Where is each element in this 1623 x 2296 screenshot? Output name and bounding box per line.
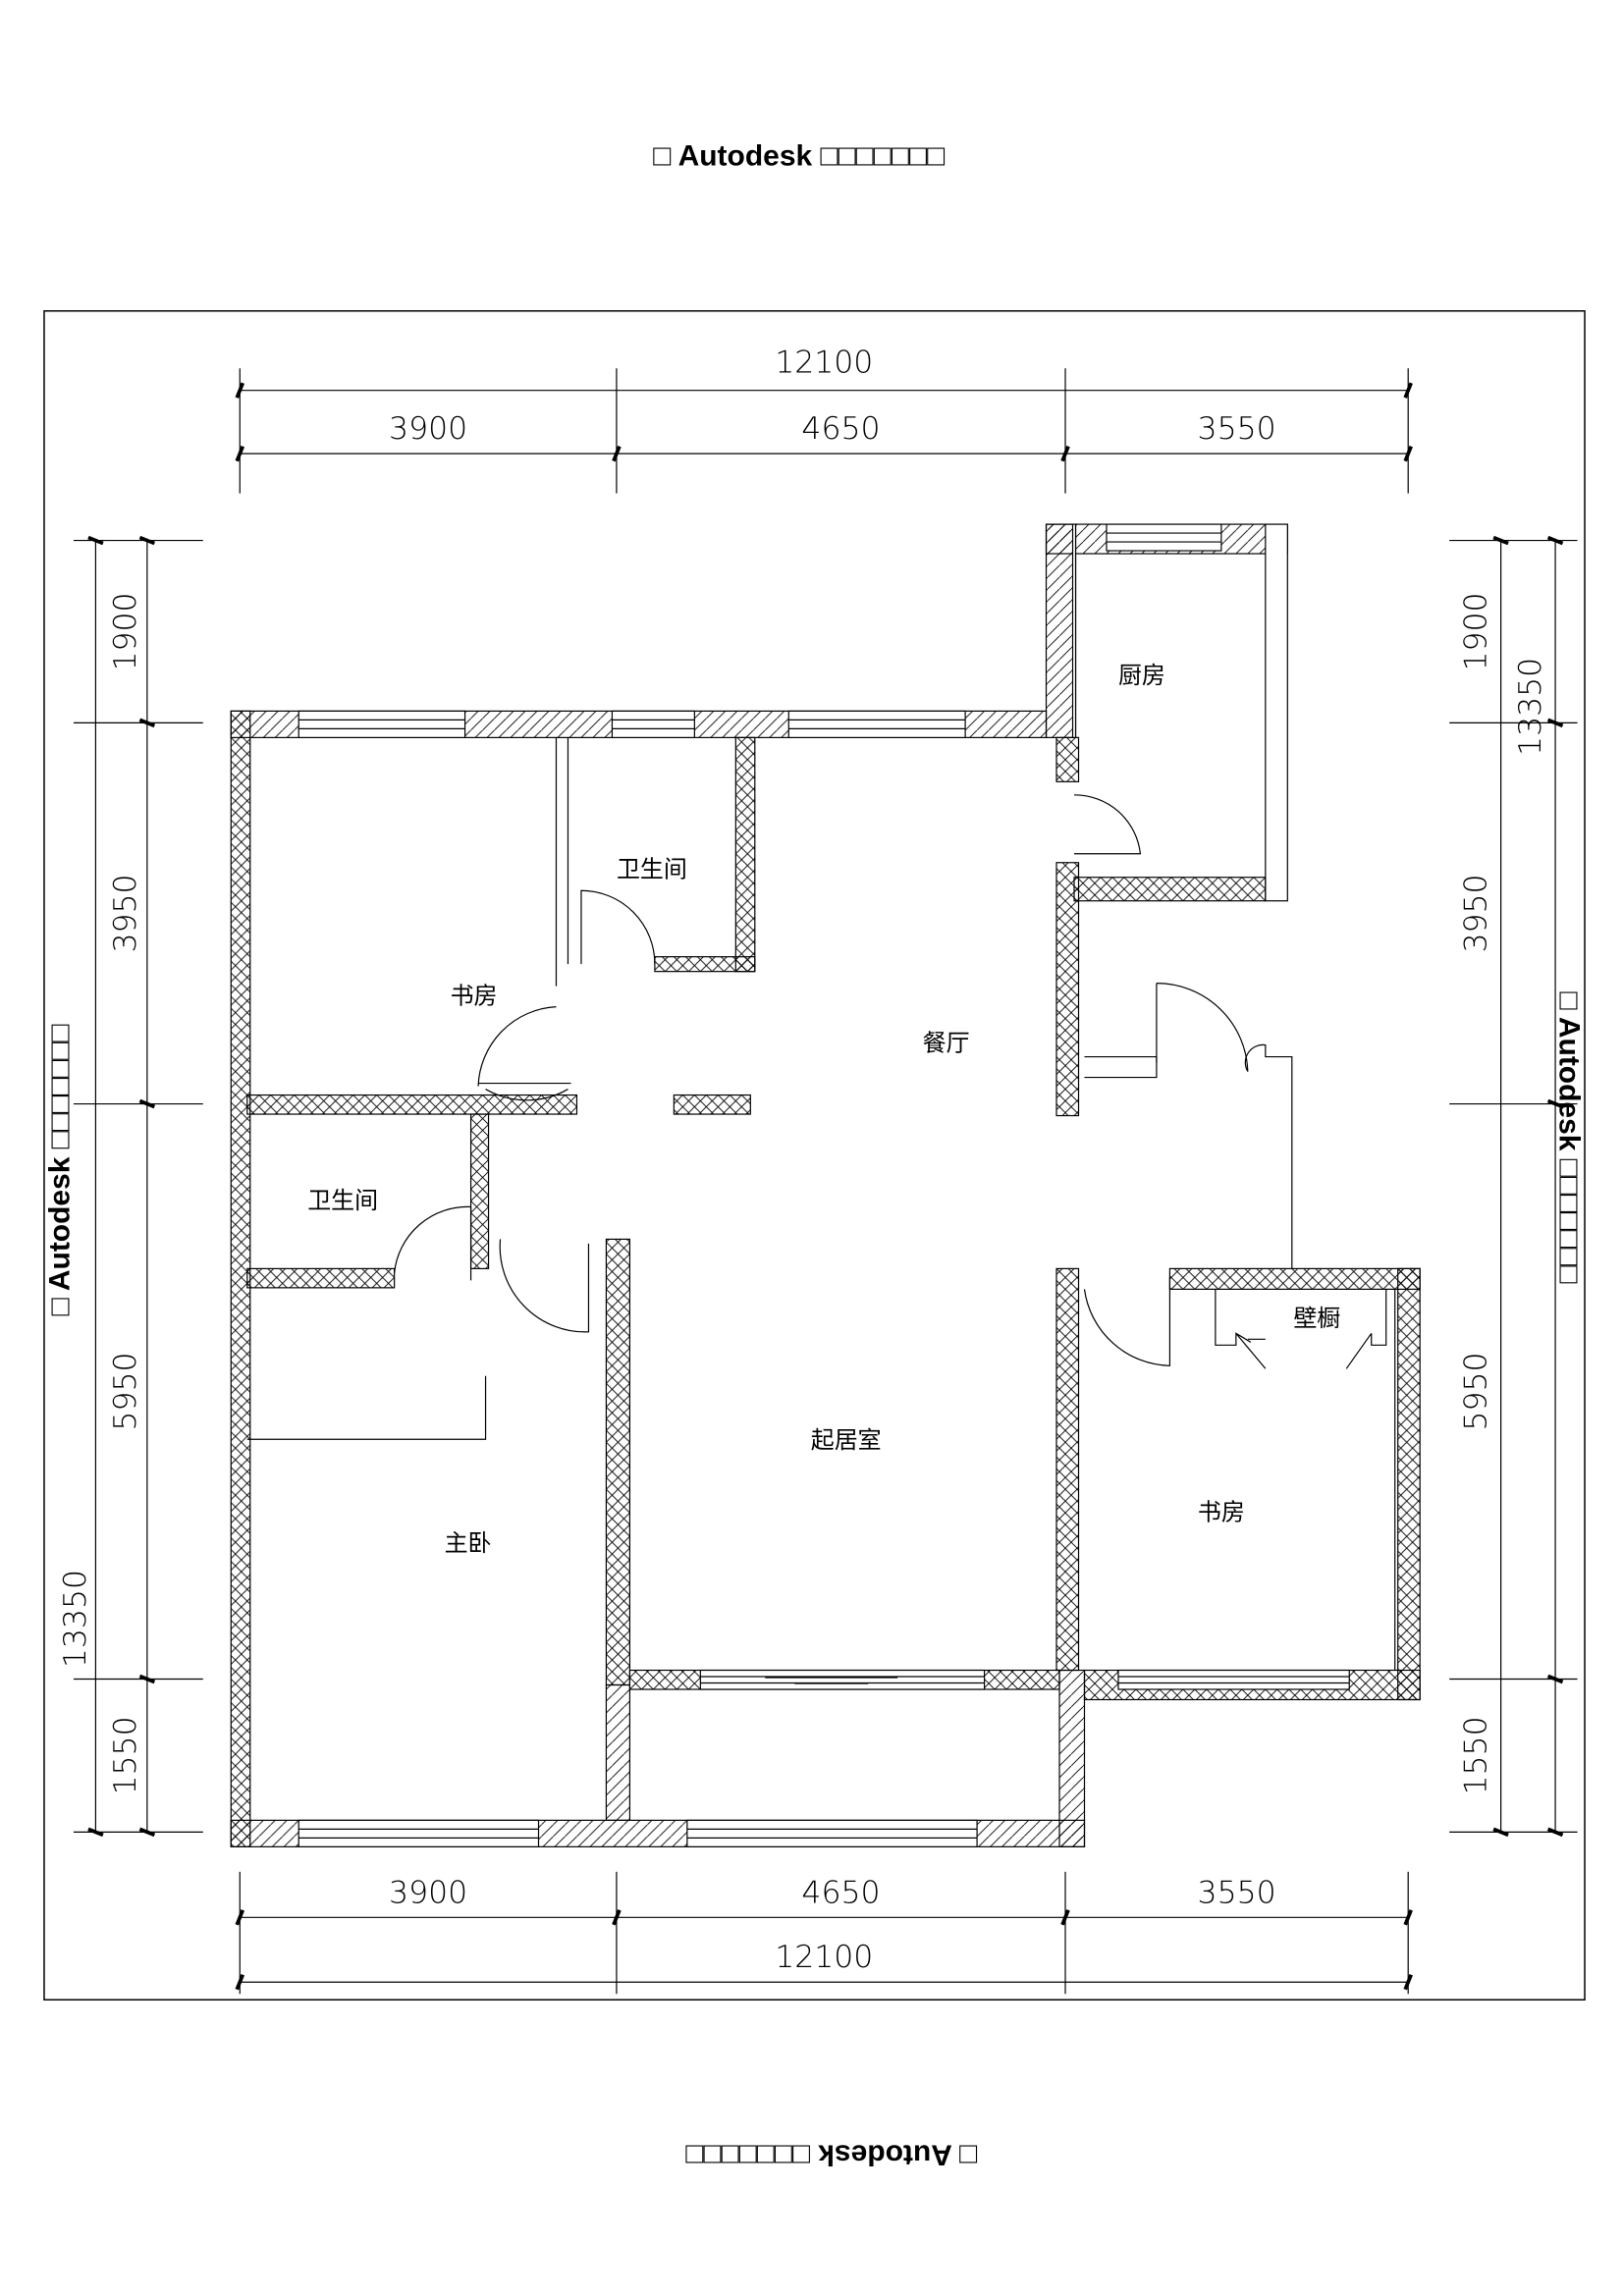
wall-segment	[605, 1683, 631, 1821]
dimension-value: 1900	[108, 592, 143, 670]
dimension-tick	[1403, 1974, 1413, 1991]
door-swing-bathroom-2	[394, 1205, 471, 1273]
wall-segment	[1055, 1267, 1080, 1672]
dimension-value: 4650	[801, 1875, 880, 1910]
wall-segment	[734, 736, 756, 973]
dimension-value: 3900	[389, 411, 467, 447]
room-label-dining: 餐厅	[923, 1030, 970, 1057]
dimension-value: 1900	[1459, 592, 1494, 670]
window	[611, 710, 695, 738]
wall-segment	[1045, 523, 1077, 738]
wall-segment	[654, 956, 756, 973]
dimension-value: 5950	[108, 1352, 143, 1430]
wall-segment	[1168, 1267, 1421, 1290]
dimension-lines	[73, 368, 1578, 1995]
dimension-value: 3950	[108, 874, 143, 952]
wall-segment	[469, 1113, 490, 1269]
door-swing-study-1	[485, 1089, 568, 1101]
room-label-living: 起居室	[811, 1426, 882, 1454]
dimension-value: 3950	[1459, 874, 1494, 952]
closet-door	[1215, 1289, 1267, 1369]
door-swing-bathroom-1	[580, 889, 656, 965]
dimension-value: 1550	[108, 1716, 143, 1794]
watermark-right: □ Autodesk □□□□□□□	[1553, 992, 1586, 1284]
wall-segment	[1071, 523, 1077, 738]
wall-segment	[246, 1094, 578, 1115]
room-label-bathroom-1: 卫生间	[617, 856, 687, 883]
dimension-value: 5950	[1459, 1352, 1494, 1430]
room-label-master-bedroom: 主卧	[445, 1529, 492, 1557]
window	[699, 1669, 986, 1690]
door-swing-study-2	[1083, 1277, 1171, 1366]
dimension-value: 13350	[58, 1570, 93, 1668]
closet-door	[1345, 1289, 1396, 1671]
wall-segment	[1073, 877, 1267, 902]
wall-segment	[246, 1267, 396, 1289]
door-swing-kitchen	[1074, 794, 1142, 855]
walls	[230, 523, 1421, 1847]
dimension-value: 12100	[775, 1940, 873, 1975]
dimension-value: 3900	[389, 1875, 467, 1910]
room-label-study-2: 书房	[1198, 1499, 1245, 1526]
door-swing-entry	[1156, 983, 1249, 1072]
wall-segment	[1397, 1267, 1421, 1701]
wall-segment	[1055, 862, 1080, 1117]
dimension-value: 4650	[801, 411, 880, 447]
sliding-door	[765, 1677, 898, 1684]
wall-segment	[1265, 523, 1288, 902]
room-label-closet: 壁橱	[1293, 1305, 1340, 1332]
room-label-kitchen: 厨房	[1118, 662, 1165, 689]
dimension-value: 1550	[1459, 1716, 1494, 1794]
window	[1117, 1669, 1350, 1690]
dimension-value: 3550	[1198, 1875, 1276, 1910]
watermark-bottom: □ Autodesk □□□□□□□	[685, 2139, 977, 2171]
window	[686, 1819, 978, 1847]
door-swing-study-1	[477, 1006, 557, 1087]
dimension-value: 3550	[1198, 411, 1276, 447]
door-swing-master	[499, 1239, 590, 1333]
watermark-left: □ Autodesk □□□□□□□	[43, 1025, 76, 1316]
dimension-labels: 12100 3900 4650 3550 3900 4650 3550 12100 1900 39…	[58, 346, 1548, 1976]
entry-corridor-wall	[1244, 1043, 1293, 1269]
dimension-tick	[235, 1974, 245, 1991]
room-label-bathroom-2: 卫生间	[307, 1187, 378, 1214]
wall-segment	[1058, 1669, 1086, 1847]
window	[787, 710, 966, 738]
wall-segment	[605, 1238, 631, 1686]
room-label-study-1: 书房	[451, 983, 498, 1010]
dimension-value: 12100	[775, 346, 873, 381]
window	[298, 1819, 540, 1847]
wall-segment	[1055, 736, 1080, 782]
window	[298, 710, 466, 738]
door-frame	[1084, 1055, 1158, 1079]
watermark-top: □ Autodesk □□□□□□□	[653, 139, 945, 172]
wall-segment	[673, 1094, 751, 1115]
window	[1106, 523, 1222, 552]
dimension-value: 13350	[1513, 658, 1548, 756]
doors-and-partitions	[246, 737, 1396, 1684]
closet-partition	[246, 1375, 487, 1440]
drawing-frame	[43, 310, 1586, 2001]
